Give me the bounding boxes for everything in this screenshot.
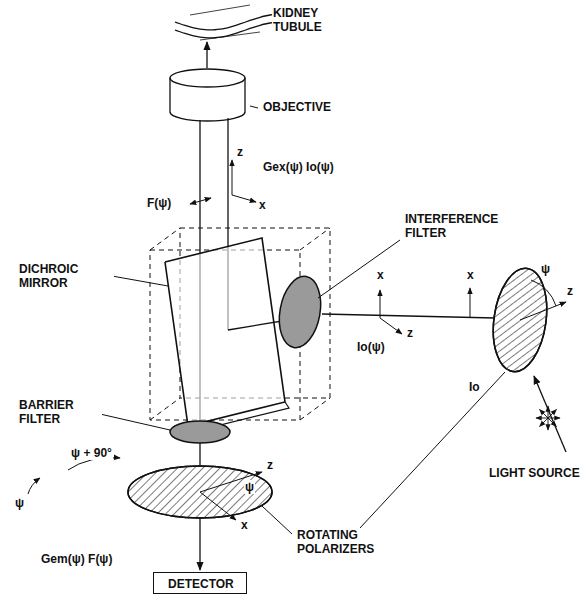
part-name: INTERFERENCE FILTER xyxy=(404,212,506,240)
z-axis xyxy=(380,318,402,334)
objective-top xyxy=(170,69,245,87)
optical-quantity: LIGHT SOURCE xyxy=(488,466,581,480)
excitation-beam xyxy=(322,314,495,318)
x-axis xyxy=(232,195,256,202)
filter-cube xyxy=(300,228,330,250)
x-axis xyxy=(470,288,471,318)
light-to-specimen xyxy=(206,42,207,68)
detector-box: DETECTOR xyxy=(153,572,247,594)
optical-quantity: Gem(ψ) F(ψ) xyxy=(40,552,113,566)
x-axis xyxy=(380,290,381,318)
objective-side xyxy=(169,78,170,112)
emission-beam xyxy=(199,517,200,570)
x-axis xyxy=(200,492,236,520)
leader-line xyxy=(112,276,168,286)
interference-filter xyxy=(274,273,326,351)
leader-line xyxy=(250,106,258,108)
light-ray xyxy=(534,376,566,452)
optical-quantity: ψ + 90° xyxy=(70,446,113,460)
node-text: DETECTOR xyxy=(168,577,232,591)
optical-quantity: F(ψ) xyxy=(146,196,172,210)
leader-line xyxy=(262,506,292,534)
part-name: DICHROIC MIRROR xyxy=(18,262,114,290)
z-axis xyxy=(232,160,233,195)
z-axis xyxy=(520,302,566,320)
optical-quantity: x xyxy=(466,268,475,282)
part-name: KIDNEY TUBULE xyxy=(272,6,338,34)
leader-line xyxy=(318,240,400,298)
filter-cube xyxy=(300,398,330,420)
optical-quantity: OBJECTIVE xyxy=(262,100,332,114)
optical-quantity: z xyxy=(266,458,274,472)
optical-quantity: x xyxy=(240,518,249,532)
optical-quantity: x xyxy=(376,268,385,282)
optical-quantity: ψ xyxy=(14,496,25,510)
optical-quantity: Io(ψ) xyxy=(356,340,386,354)
tubule-strand xyxy=(190,5,250,15)
optical-quantity: Io xyxy=(468,380,481,394)
optical-quantity: ψ xyxy=(244,480,255,494)
objective-bottom xyxy=(170,112,245,121)
part-name: BARRIER FILTER xyxy=(18,398,102,426)
optical-quantity: ψ xyxy=(540,262,551,276)
filter-cube xyxy=(150,398,180,420)
barrier-filter xyxy=(170,421,230,443)
tubule-strand xyxy=(200,32,260,40)
optical-quantity: z xyxy=(566,284,574,298)
filter-cube xyxy=(150,228,180,250)
optical-quantity: z xyxy=(406,326,414,340)
leader-line xyxy=(360,372,505,528)
angle-arc xyxy=(28,478,40,494)
dichroic-mirror xyxy=(165,238,285,426)
polarization-arrow xyxy=(190,198,211,204)
optical-quantity: z xyxy=(236,145,244,159)
optical-quantity: Gex(ψ) Io(ψ) xyxy=(262,160,335,174)
objective-side xyxy=(244,78,245,112)
optical-quantity: x xyxy=(258,198,267,212)
leader-line xyxy=(100,414,170,430)
part-name: ROTATING POLARIZERS xyxy=(296,528,408,556)
angle-arc xyxy=(531,280,556,306)
